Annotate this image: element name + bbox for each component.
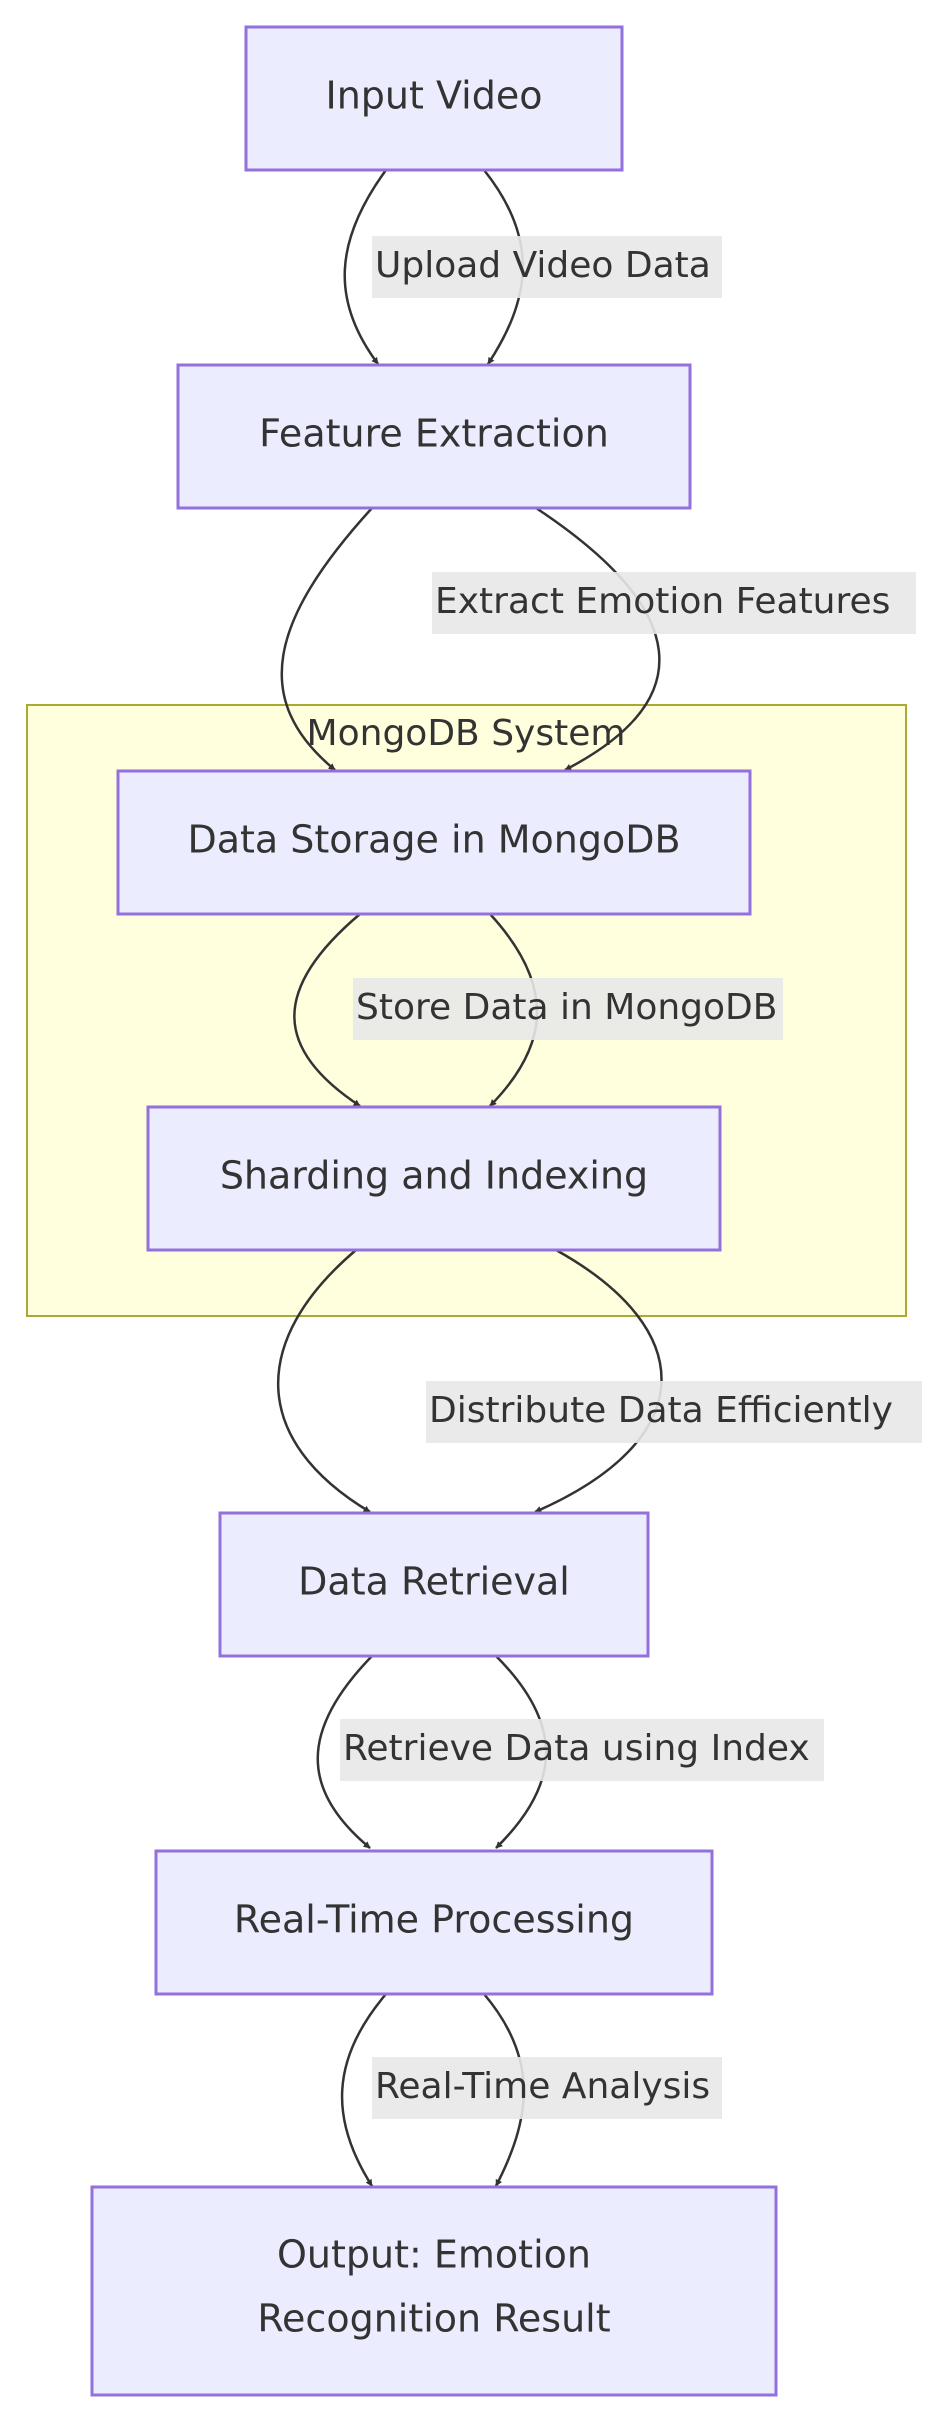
edge-label-extract: Extract Emotion Features bbox=[435, 581, 890, 622]
edge-upload-left bbox=[343, 169, 388, 365]
edge-retrieve-left bbox=[316, 1655, 373, 1849]
edge-store-left bbox=[293, 913, 361, 1108]
node-sharding-indexing-label: Sharding and Indexing bbox=[220, 1154, 648, 1198]
edge-label-store: Store Data in MongoDB bbox=[356, 987, 777, 1028]
edge-label-distribute: Distribute Data Efficiently bbox=[429, 1390, 893, 1431]
node-output-label-line1: Output: Emotion bbox=[277, 2233, 591, 2277]
node-realtime-processing-label: Real-Time Processing bbox=[234, 1898, 634, 1942]
edge-extract-right bbox=[535, 506, 661, 772]
edge-labels: Upload Video Data Extract Emotion Featur… bbox=[340, 236, 922, 2119]
node-data-retrieval-label: Data Retrieval bbox=[298, 1560, 570, 1604]
edge-distribute-left bbox=[277, 1249, 371, 1514]
node-data-storage: Data Storage in MongoDB bbox=[116, 769, 752, 916]
node-input-video-label: Input Video bbox=[326, 74, 543, 118]
edge-analysis-left bbox=[340, 1993, 387, 2187]
node-feature-extraction-label: Feature Extraction bbox=[259, 412, 609, 456]
node-output-label-line2: Recognition Result bbox=[257, 2297, 610, 2341]
edge-label-upload: Upload Video Data bbox=[375, 245, 711, 286]
node-output: Output: Emotion Recognition Result bbox=[90, 2185, 778, 2397]
edge-label-retrieve: Retrieve Data using Index bbox=[343, 1728, 810, 1769]
node-feature-extraction: Feature Extraction bbox=[176, 363, 692, 510]
node-input-video: Input Video bbox=[244, 25, 624, 172]
cluster-title: MongoDB System bbox=[307, 713, 626, 754]
node-sharding-indexing: Sharding and Indexing bbox=[146, 1105, 722, 1252]
node-data-retrieval: Data Retrieval bbox=[218, 1511, 650, 1658]
node-realtime-processing: Real-Time Processing bbox=[154, 1849, 714, 1996]
edge-extract-left bbox=[280, 507, 373, 771]
node-data-storage-label: Data Storage in MongoDB bbox=[187, 818, 680, 862]
edge-label-analysis: Real-Time Analysis bbox=[375, 2066, 710, 2107]
